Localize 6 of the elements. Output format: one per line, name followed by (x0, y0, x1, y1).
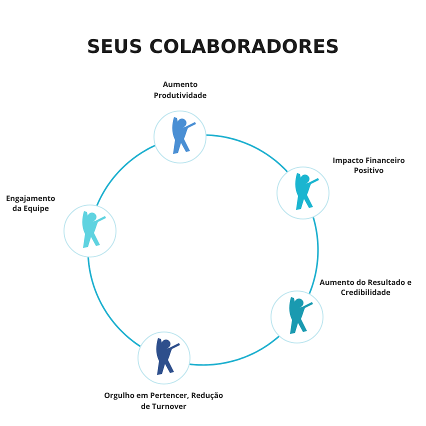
connector-arc (308, 216, 319, 294)
connector-arc (87, 256, 141, 348)
connector-arc (96, 144, 156, 206)
connector-arc (206, 134, 288, 172)
title: SEUS COLABORADORES (86, 36, 340, 58)
connector-arc (188, 336, 280, 366)
